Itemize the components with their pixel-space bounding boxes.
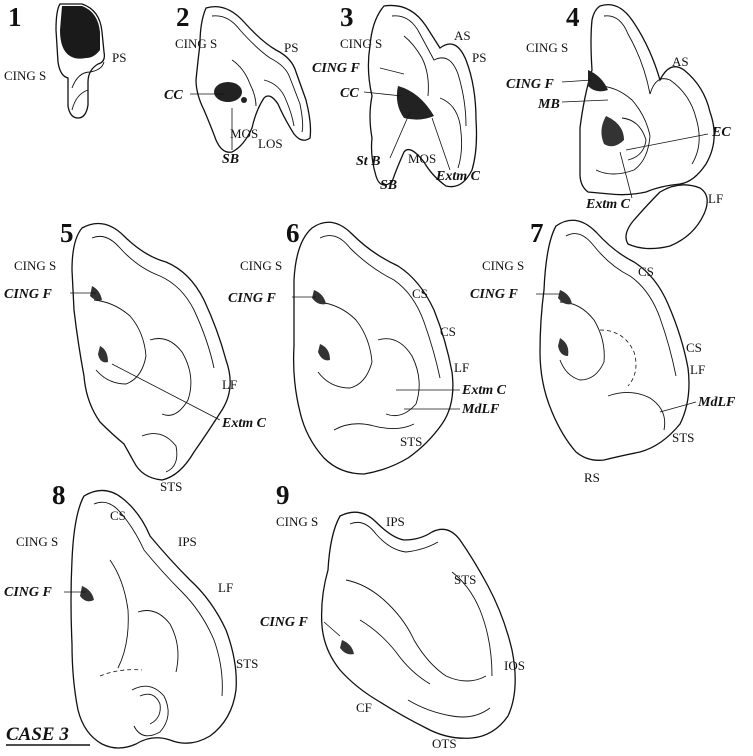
section-7-label-lf: LF [690, 362, 705, 377]
section-6-label-extm-c: Extm C [461, 383, 507, 398]
section-5-label-cing-s: CING S [14, 258, 56, 273]
section-3-label-st-b: St B [356, 154, 381, 169]
section-6: 6 CING S CS CING F CS LF Extm C MdLF STS [228, 218, 507, 475]
section-2: 2 CING S PS CC MOS LOS SB [164, 2, 312, 167]
section-3-label-cc: CC [340, 86, 359, 101]
section-2-number: 2 [176, 2, 190, 32]
section-7-label-mdlf: MdLF [697, 395, 736, 410]
section-2-label-cing-s: CING S [175, 36, 217, 51]
section-6-label-sts: STS [400, 434, 422, 449]
section-7-number: 7 [530, 218, 544, 248]
section-3-label-cing-s: CING S [340, 36, 382, 51]
section-9-label-cing-s: CING S [276, 514, 318, 529]
section-9-label-ots: OTS [432, 736, 457, 751]
case-label-group: CASE 3 [6, 724, 90, 746]
section-6-label-lf: LF [454, 360, 469, 375]
section-2-label-los: LOS [258, 136, 283, 151]
section-8-number: 8 [52, 480, 66, 510]
section-8-label-ips: IPS [178, 534, 197, 549]
section-5-label-sts: STS [160, 479, 182, 494]
section-4-label-extm-c: Extm C [585, 197, 631, 212]
section-6-number: 6 [286, 218, 300, 248]
section-9-label-ips: IPS [386, 514, 405, 529]
section-6-label-cing-s: CING S [240, 258, 282, 273]
section-7-label-cs-2: CS [686, 340, 702, 355]
section-4-number: 4 [566, 2, 580, 32]
section-8-label-lf: LF [218, 580, 233, 595]
section-7-label-cing-f: CING F [470, 287, 519, 302]
section-5-number: 5 [60, 218, 74, 248]
section-1: 1 PS CING S [4, 2, 126, 119]
section-3-label-ps: PS [472, 50, 486, 65]
section-9-label-sts: STS [454, 572, 476, 587]
section-9-label-cing-f: CING F [260, 615, 309, 630]
section-8: 8 CS CING S IPS CING F LF STS [4, 480, 258, 749]
section-1-label-ps: PS [112, 50, 126, 65]
section-8-label-cs: CS [110, 508, 126, 523]
section-6-label-cs-2: CS [440, 324, 456, 339]
section-6-label-cing-f: CING F [228, 291, 277, 306]
section-4-label-cing-s: CING S [526, 40, 568, 55]
section-6-label-cs-1: CS [412, 286, 428, 301]
section-3-number: 3 [340, 2, 354, 32]
section-4-label-cing-f: CING F [506, 77, 555, 92]
section-4-label-lf: LF [708, 191, 723, 206]
section-8-label-cing-f: CING F [4, 585, 53, 600]
section-4: 4 CING S AS CING F MB EC Extm C LF [506, 2, 731, 250]
section-7-label-rs: RS [584, 470, 600, 485]
section-9-number: 9 [276, 480, 290, 510]
section-4-label-as: AS [672, 54, 689, 69]
section-5-label-extm-c: Extm C [221, 416, 267, 431]
section-2-label-cc: CC [164, 88, 183, 103]
section-3-label-sb: SB [380, 178, 397, 193]
section-3-label-cing-f: CING F [312, 61, 361, 76]
section-6-label-mdlf: MdLF [461, 402, 500, 417]
section-4-label-mb: MB [537, 97, 560, 112]
section-7-label-cing-s: CING S [482, 258, 524, 273]
section-9-label-cf: CF [356, 700, 372, 715]
section-5-label-lf: LF [222, 377, 237, 392]
section-9-label-ios: IOS [504, 658, 525, 673]
case-label: CASE 3 [6, 724, 69, 745]
section-5-label-cing-f: CING F [4, 287, 53, 302]
section-7-label-sts: STS [672, 430, 694, 445]
section-2-label-mos: MOS [230, 126, 258, 141]
section-8-label-cing-s: CING S [16, 534, 58, 549]
section-2-label-ps: PS [284, 40, 298, 55]
section-3-label-extm-c: Extm C [435, 169, 481, 184]
section-7: 7 CING S CS CING F CS LF MdLF STS RS [470, 218, 736, 485]
section-2-label-sb: SB [222, 152, 239, 167]
section-4-label-ec: EC [711, 125, 731, 140]
section-3: 3 CING S AS PS CING F CC St B MOS SB Ext… [312, 2, 486, 193]
section-5: 5 CING S CING F LF Extm C STS [4, 218, 267, 494]
section-3-label-as: AS [454, 28, 471, 43]
section-9: 9 CING S IPS STS CING F IOS CF OTS [260, 480, 525, 751]
section-7-label-cs-1: CS [638, 264, 654, 279]
section-1-number: 1 [8, 2, 22, 32]
section-3-label-mos: MOS [408, 151, 436, 166]
section-1-label-cing-s: CING S [4, 68, 46, 83]
section-8-label-sts: STS [236, 656, 258, 671]
